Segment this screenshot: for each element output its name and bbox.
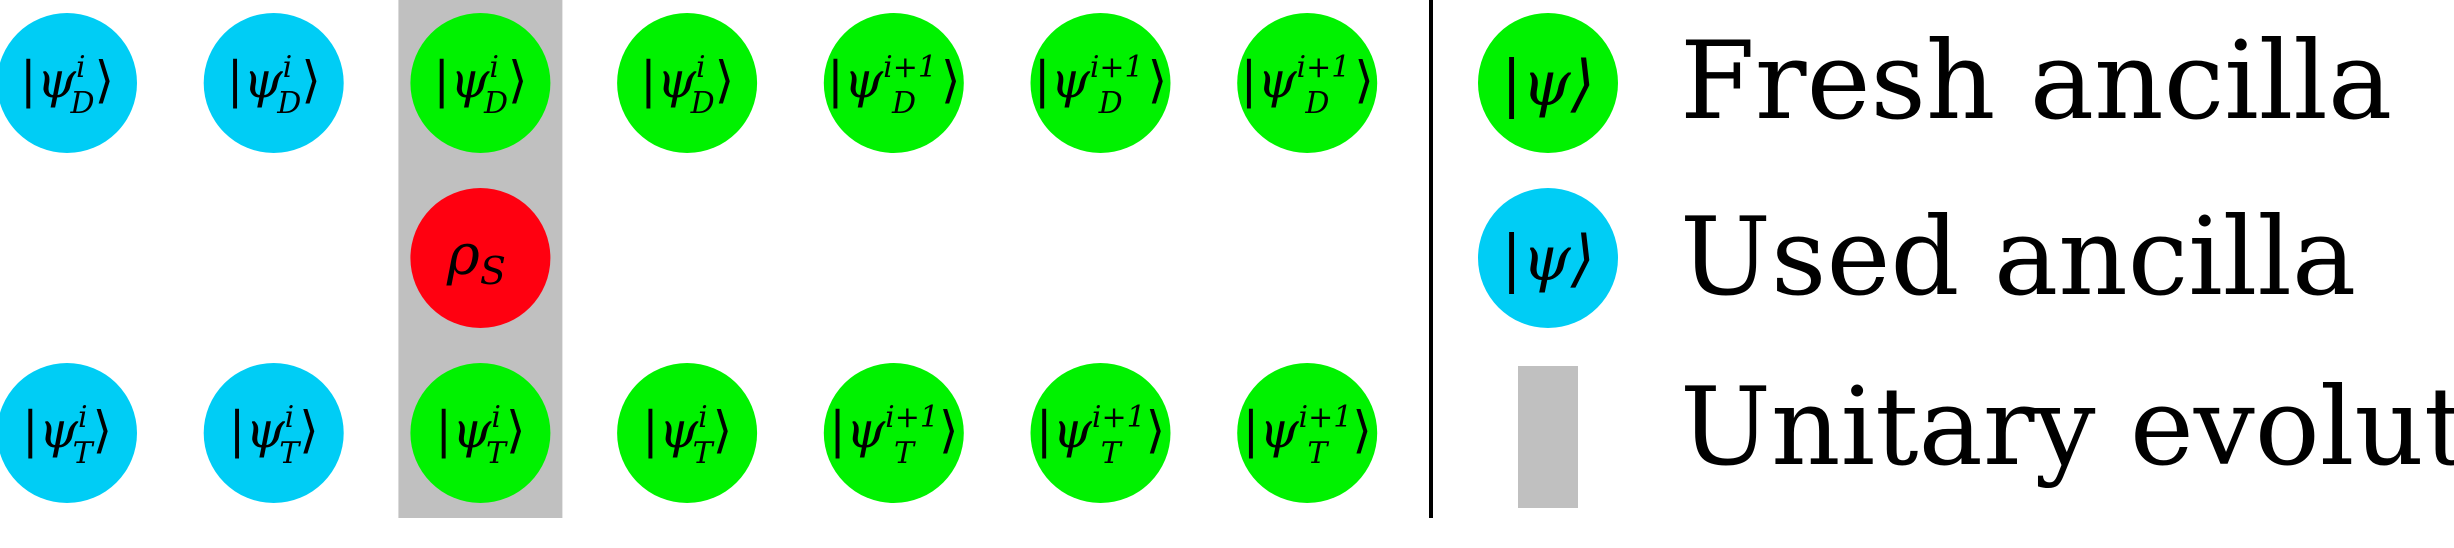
system-circle bbox=[410, 188, 551, 328]
ancilla-T-circle bbox=[823, 363, 964, 503]
legend: |ψ⟩ Fresh ancilla |ψ⟩ Used ancilla Unita… bbox=[1478, 13, 2454, 508]
legend-used-label: Used ancilla bbox=[1680, 195, 2356, 320]
system-label: ρS bbox=[446, 223, 506, 293]
ancilla-T-circle bbox=[410, 363, 551, 503]
ancilla-T-circle bbox=[1030, 363, 1171, 503]
ancilla-D-circle bbox=[1237, 13, 1378, 153]
ancilla-T-circle bbox=[203, 363, 344, 503]
legend-used-item: |ψ⟩ Used ancilla bbox=[1478, 188, 2356, 328]
legend-unitary-swatch bbox=[1518, 366, 1578, 508]
ancilla-D-circle bbox=[1030, 13, 1171, 153]
ancilla-D-circle bbox=[203, 13, 344, 153]
ancilla-T-circle bbox=[1237, 363, 1378, 503]
legend-used-ket: |ψ⟩ bbox=[1501, 222, 1595, 295]
legend-fresh-item: |ψ⟩ Fresh ancilla bbox=[1478, 13, 2392, 153]
ancilla-D-circle bbox=[410, 13, 551, 153]
ancilla-D-circle bbox=[823, 13, 964, 153]
ancilla-T-circle bbox=[0, 363, 137, 503]
system-state: ρS bbox=[410, 188, 551, 328]
legend-unitary-item: Unitary evolution bbox=[1518, 365, 2454, 508]
ancilla-D-circle bbox=[0, 13, 137, 153]
legend-fresh-circle bbox=[1478, 13, 1618, 153]
ancilla-T-circle bbox=[617, 363, 758, 503]
legend-unitary-label: Unitary evolution bbox=[1680, 365, 2454, 490]
legend-fresh-ket: |ψ⟩ bbox=[1501, 47, 1595, 120]
ancilla-D-circle bbox=[617, 13, 758, 153]
legend-used-circle bbox=[1478, 188, 1618, 328]
legend-fresh-label: Fresh ancilla bbox=[1680, 19, 2392, 144]
